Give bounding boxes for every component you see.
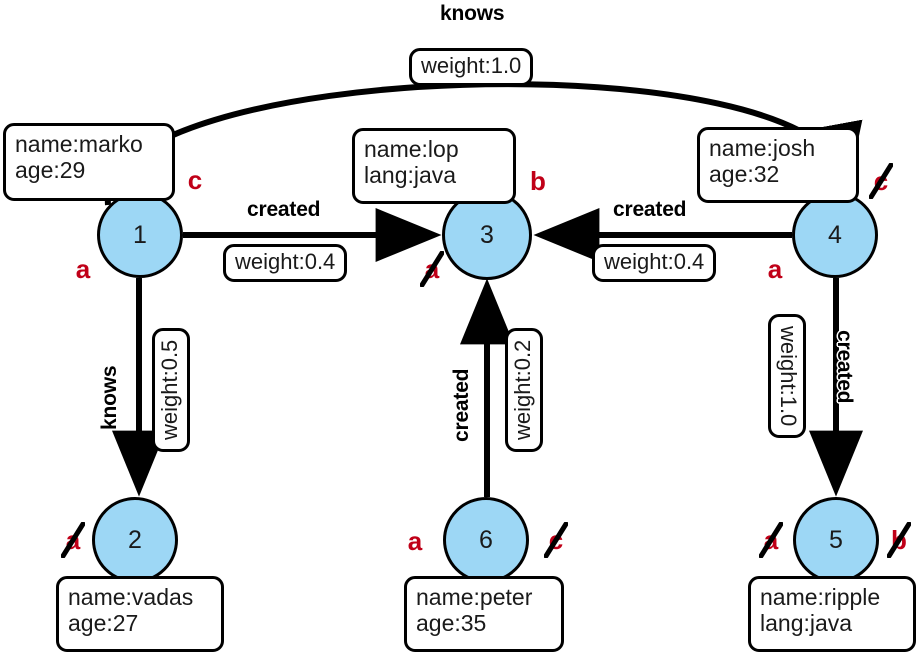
annotation-mark-c-node-4: c — [866, 163, 896, 199]
property-box-node-6: name:peter age:35 — [404, 576, 564, 652]
edge-label-knows-1-4: knows — [440, 2, 505, 25]
annotation-letter: b — [530, 165, 546, 196]
annotation-letter: a — [424, 253, 440, 284]
weight-box-knows-1-4: weight:1.0 — [409, 48, 534, 86]
annotation-mark-a-node-5: a — [756, 522, 786, 558]
property-box-node-4: name:josh age:32 — [697, 127, 859, 203]
annotation-mark-a-node-4: a — [760, 252, 790, 286]
property-box-node-3: name:lop lang:java — [352, 128, 516, 204]
annotation-letter: a — [75, 253, 91, 284]
edge-label-created-4-5: created — [833, 330, 856, 404]
weight-box-created-4-3: weight:0.4 — [592, 244, 717, 282]
graph-node-1[interactable]: 1 — [97, 192, 183, 278]
graph-node-4[interactable]: 4 — [792, 192, 878, 278]
annotation-mark-a-node-6: a — [400, 524, 430, 558]
annotation-letter: a — [407, 525, 423, 556]
annotation-mark-b-node-5: b — [884, 522, 914, 558]
weight-box-created-4-5: weight:1.0 — [768, 314, 806, 439]
edge-label-created-4-3: created — [613, 198, 687, 221]
annotation-mark-c-node-1: c — [180, 163, 210, 197]
property-box-node-5: name:ripple lang:java — [748, 576, 916, 652]
edge-label-created-6-3: created — [450, 368, 473, 442]
edge-label-knows-1-2: knows — [98, 365, 121, 430]
annotation-letter: b — [891, 524, 907, 555]
annotation-mark-c-node-6: c — [541, 522, 571, 558]
graph-node-5[interactable]: 5 — [793, 497, 879, 583]
annotation-letter: a — [767, 253, 783, 284]
annotation-mark-a-node-1: a — [68, 252, 98, 286]
annotation-mark-b-node-3: b — [523, 164, 553, 198]
annotation-mark-a-node-3: a — [417, 251, 447, 287]
annotation-mark-a-node-2: a — [58, 522, 88, 558]
property-box-node-2: name:vadas age:27 — [56, 576, 224, 652]
annotation-letter: c — [873, 165, 889, 196]
property-box-node-1: name:marko age:29 — [3, 123, 175, 201]
annotation-letter: c — [187, 164, 203, 195]
weight-box-knows-1-2: weight:0.5 — [152, 327, 190, 452]
weight-box-created-6-3: weight:0.2 — [505, 327, 543, 452]
graph-node-2[interactable]: 2 — [92, 497, 178, 583]
annotation-letter: c — [548, 524, 564, 555]
graph-node-6[interactable]: 6 — [443, 497, 529, 583]
annotation-letter: a — [763, 524, 779, 555]
annotation-letter: a — [65, 524, 81, 555]
edge-label-created-1-3: created — [247, 198, 321, 221]
weight-box-created-1-3: weight:0.4 — [223, 244, 348, 282]
